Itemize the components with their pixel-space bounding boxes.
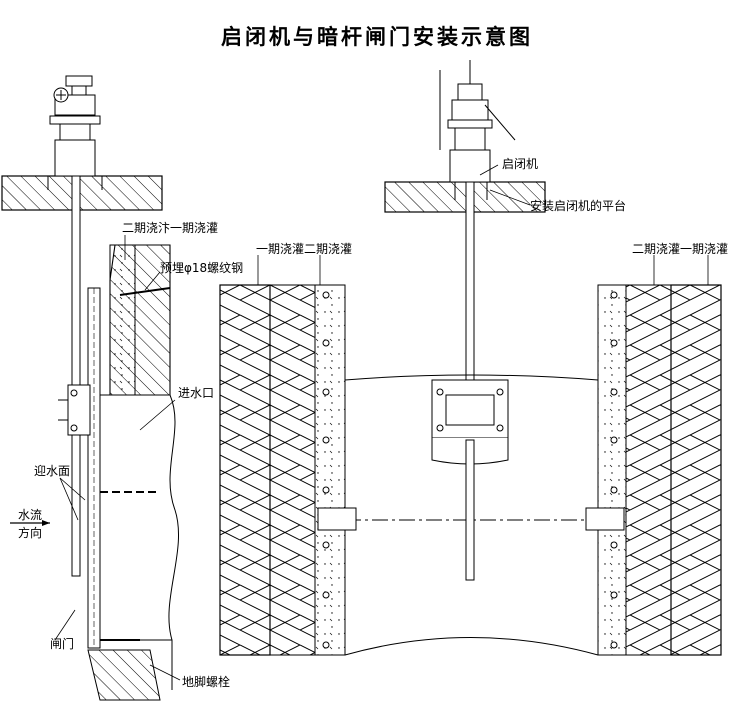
right-view-right-wall-outer — [670, 284, 722, 656]
label-flow: 水流 — [18, 508, 42, 522]
label-embedded-rebar: 预埋φ18螺纹钢 — [160, 261, 243, 275]
label-second-first-pour-left: 二期浇汴一期浇灌 — [122, 220, 218, 235]
label-hoist: 启闭机 — [502, 157, 538, 171]
left-guide-bolts — [322, 291, 330, 649]
label-first-second-pour-mid: 一期浇灌二期浇灌 — [256, 242, 352, 256]
left-bottom-concrete — [87, 649, 161, 701]
right-view-left-wall-outer — [219, 284, 271, 656]
label-water-inlet: 进水口 — [178, 386, 214, 400]
left-break-line — [168, 394, 179, 690]
left-hoist — [47, 75, 103, 190]
right-guide-bolts — [610, 291, 618, 649]
right-view-right-wall-inner — [625, 284, 672, 656]
left-second-pour — [109, 244, 136, 396]
label-direction: 方向 — [18, 525, 42, 540]
label-hoist-platform: 安装启闭机的平台 — [530, 198, 626, 213]
left-gate-stem — [71, 175, 81, 577]
gate-opening-bottom-arch — [344, 637, 599, 656]
label-gate: 闸门 — [50, 636, 74, 651]
label-second-first-pour-right: 二期浇灌一期浇灌 — [632, 242, 728, 256]
right-view-left-wall-inner — [269, 284, 316, 656]
right-elevation-view — [219, 60, 722, 656]
right-platform-slab — [384, 181, 546, 213]
left-platform-slab — [1, 175, 163, 211]
left-section-view — [1, 75, 181, 701]
label-upstream-face: 迎水面 — [34, 464, 70, 478]
gate-opening-top-arch — [344, 374, 599, 381]
diagram-title: 启闭机与暗杆闸门安装示意图 — [221, 25, 533, 49]
right-hoist — [439, 60, 516, 200]
label-anchor-bolt: 地脚螺栓 — [182, 674, 230, 689]
right-view-left-guide — [314, 284, 346, 656]
